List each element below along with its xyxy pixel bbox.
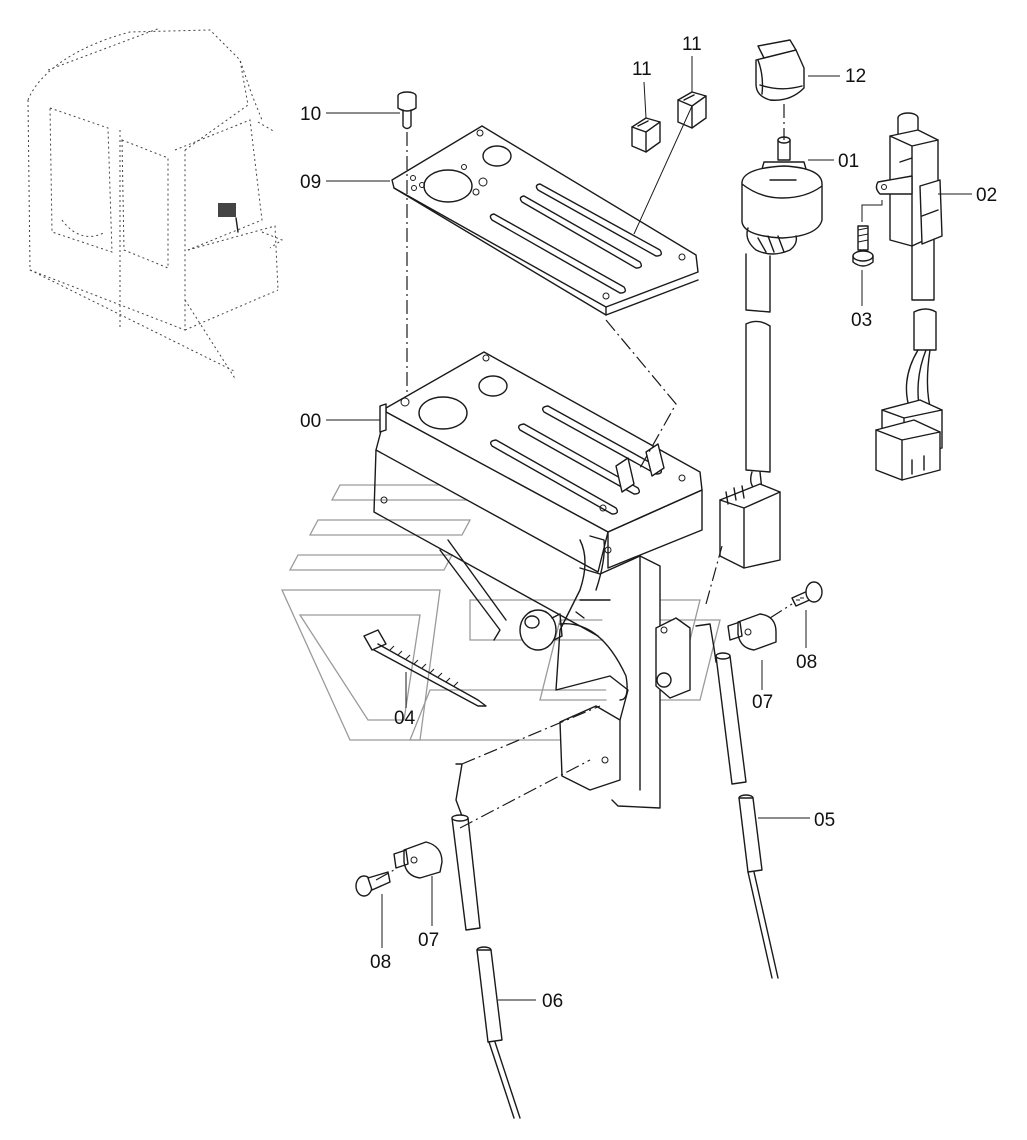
cable-tie: [363, 629, 487, 707]
main-bracket: [373, 351, 703, 809]
callout-07-left: 07: [418, 930, 439, 951]
clamp-right: [727, 613, 777, 651]
callout-00: 00: [300, 411, 321, 432]
callout-12: 12: [845, 66, 866, 87]
switch-cap-right: [677, 91, 707, 129]
callout-labels: 10 09 00 11 11 12 01 02 03 04 08 07 05 0…: [300, 34, 997, 1012]
callout-06: 06: [542, 991, 563, 1012]
rod-upper-right: [695, 623, 747, 785]
callout-10: 10: [300, 104, 321, 125]
rod-06: [476, 946, 521, 1119]
assembly-lines: [375, 104, 793, 881]
callout-04: 04: [394, 708, 416, 729]
callout-07-right: 07: [752, 692, 773, 713]
clamp-left: [393, 841, 443, 879]
connector-block: [719, 483, 781, 569]
callout-11-left: 11: [632, 59, 652, 80]
rod-upper-left: [451, 763, 481, 931]
callout-11-right: 11: [682, 34, 702, 55]
callout-08-left: 08: [370, 952, 391, 973]
callout-leaders: [326, 56, 972, 1001]
screw-left: [355, 871, 391, 897]
rotary-knob: [755, 39, 805, 101]
rod-05: [738, 794, 779, 979]
screw-right: [791, 581, 823, 607]
pin-part: [397, 91, 417, 130]
callout-02: 02: [976, 185, 997, 206]
callout-08-right: 08: [796, 652, 817, 673]
callout-09: 09: [300, 172, 321, 193]
callout-01: 01: [838, 151, 859, 172]
switch-cap-left: [631, 117, 661, 153]
push-switch: [875, 112, 943, 415]
cover-plate: [391, 125, 699, 316]
callout-03: 03: [851, 310, 872, 331]
switch-cable: [745, 320, 771, 491]
screw-part: [852, 200, 883, 267]
rotary-switch: [741, 136, 823, 313]
excavator-cab-illustration: [27, 27, 284, 381]
push-switch-connector: [875, 399, 943, 481]
callout-05: 05: [814, 810, 835, 831]
cab-switch-marker: [218, 203, 236, 217]
